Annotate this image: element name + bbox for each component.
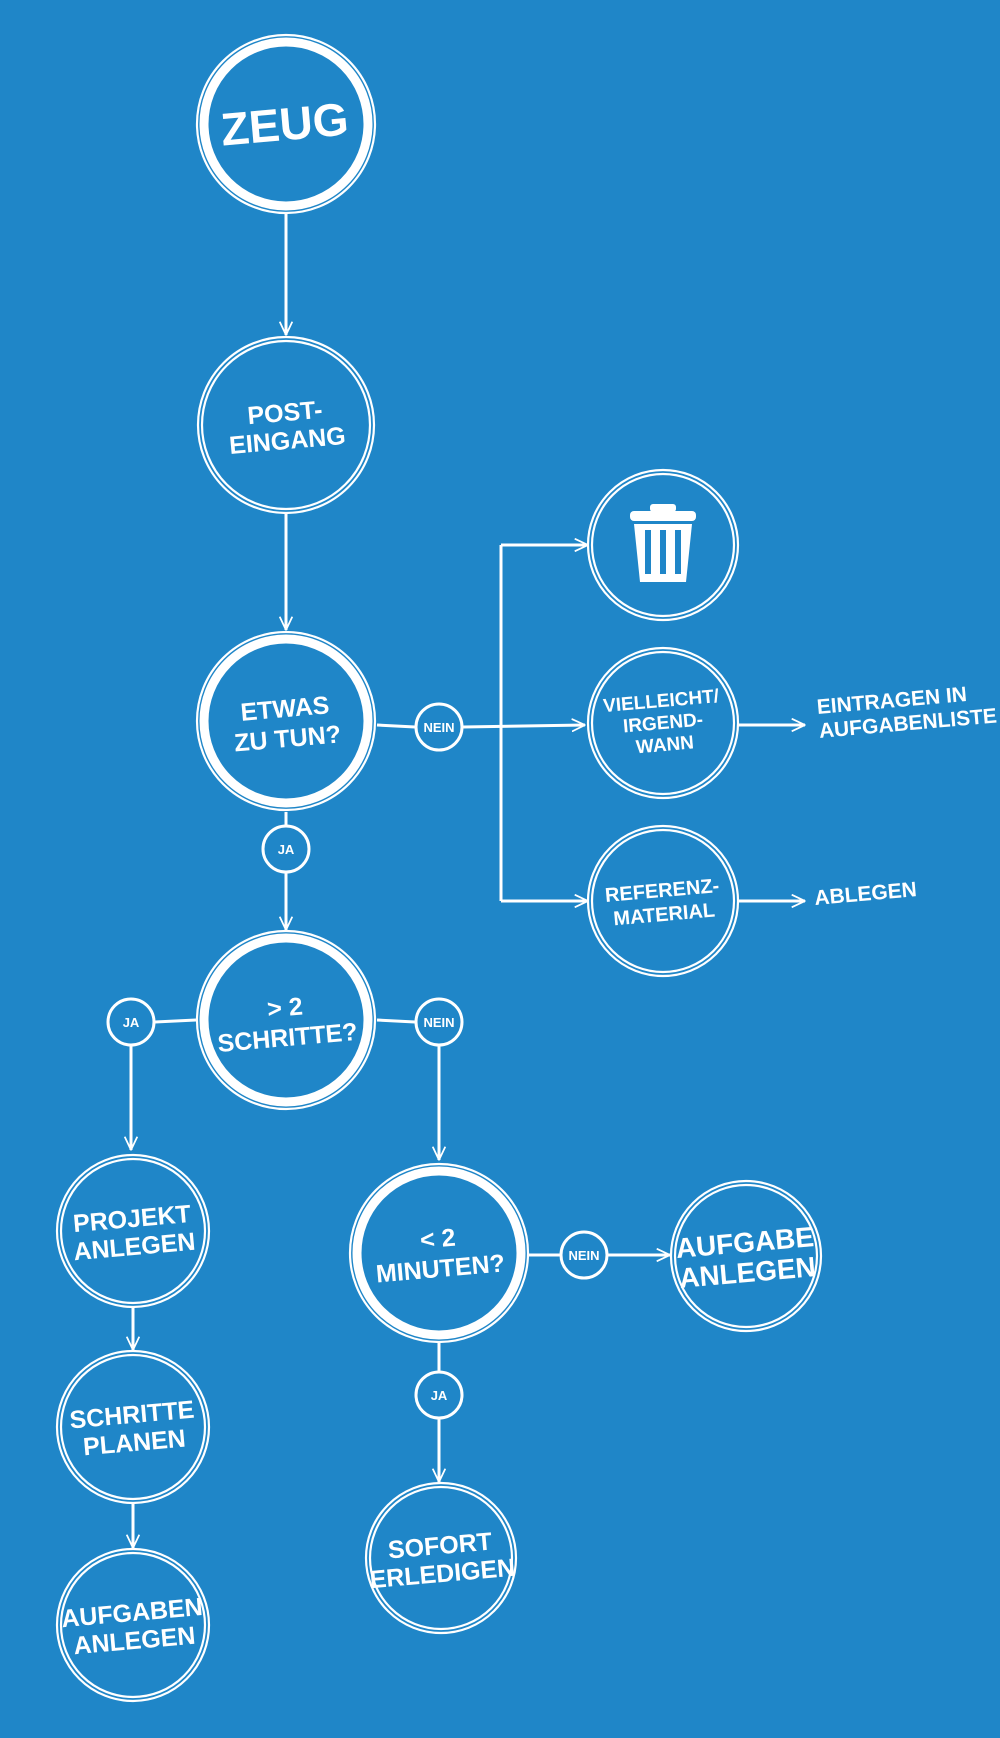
node-label: SCHRITTE? <box>216 1018 358 1058</box>
node-posteingang: POST- EINGANG <box>196 335 376 515</box>
badge-nein: NEIN <box>414 702 464 752</box>
svg-text:JA: JA <box>123 1015 140 1030</box>
svg-text:NEIN: NEIN <box>423 1015 454 1030</box>
node-schritte: > 2 SCHRITTE? <box>195 929 377 1111</box>
badge-ja: JA <box>106 997 156 1047</box>
node-schritte-planen: SCHRITTE PLANEN <box>55 1349 211 1505</box>
node-label: ZEUG <box>219 93 351 156</box>
node-label: EINGANG <box>228 422 347 460</box>
badge-nein: NEIN <box>414 997 464 1047</box>
svg-text:NEIN: NEIN <box>423 720 454 735</box>
edge-etwas-nein <box>376 723 416 729</box>
node-vielleicht: VIELLEICHT/ IRGEND- WANN <box>586 646 740 800</box>
node-zeug: ZEUG <box>195 33 377 215</box>
edge-schritte-nein <box>376 1018 416 1024</box>
node-label: < 2 <box>419 1224 457 1255</box>
node-sofort: SOFORT ERLEDIGEN <box>364 1481 518 1635</box>
node-label: > 2 <box>266 993 304 1024</box>
node-aufgaben-anlegen: AUFGABEN ANLEGEN <box>55 1547 211 1703</box>
node-aufgabe-anlegen: AUFGABE ANLEGEN <box>669 1179 823 1333</box>
node-minuten: < 2 MINUTEN? <box>348 1162 530 1344</box>
svg-text:JA: JA <box>278 842 295 857</box>
edge-schritte-ja <box>154 1018 197 1024</box>
node-label: POST- <box>246 396 323 430</box>
trash-icon <box>630 504 696 582</box>
svg-text:JA: JA <box>431 1388 448 1403</box>
outcome-eintragen: EINTRAGEN IN AUFGABENLISTE <box>816 683 998 743</box>
node-label: WANN <box>635 732 695 758</box>
badge-ja: JA <box>414 1370 464 1420</box>
edge-nein-vielleicht <box>462 725 585 727</box>
outcome-ablegen: ABLEGEN <box>813 878 917 910</box>
outcome-label: ABLEGEN <box>813 878 917 910</box>
badge-nein: NEIN <box>559 1230 609 1280</box>
node-trash <box>586 468 740 622</box>
edges <box>131 212 805 1548</box>
badge-ja: JA <box>261 824 311 874</box>
node-referenz: REFERENZ- MATERIAL <box>586 824 740 978</box>
node-projekt: PROJEKT ANLEGEN <box>55 1153 211 1309</box>
node-etwas-zu-tun: ETWAS ZU TUN? <box>195 630 377 812</box>
svg-text:NEIN: NEIN <box>568 1248 599 1263</box>
node-label: MINUTEN? <box>375 1249 506 1288</box>
